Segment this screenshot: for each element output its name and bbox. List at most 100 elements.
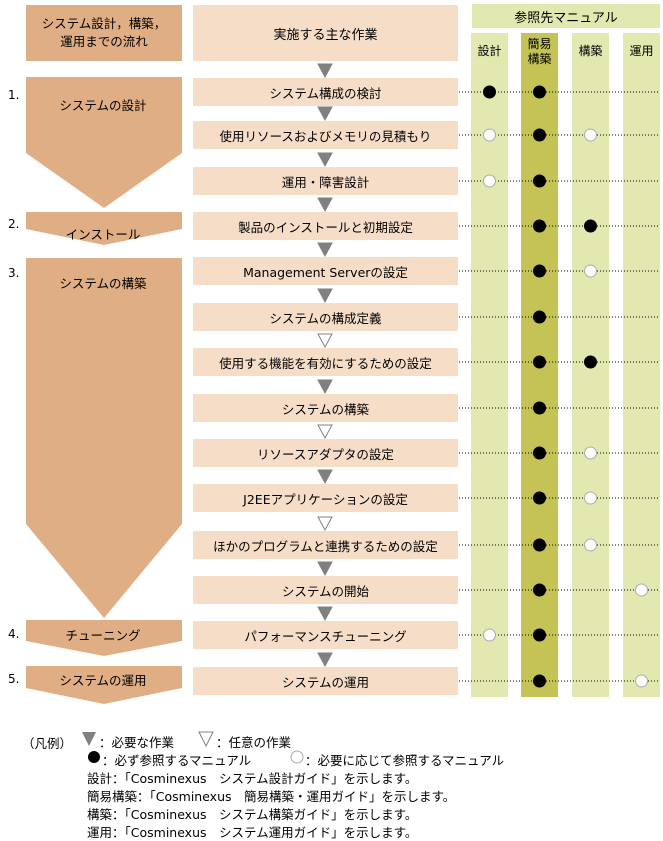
step-system-operation: システムの運用 — [193, 667, 458, 695]
step-management-server: Management Serverの設定 — [193, 257, 458, 285]
step-label: システムの開始 — [281, 583, 370, 599]
step-label: パフォーマンスチューニング — [244, 628, 407, 644]
column-design — [471, 33, 508, 697]
optional-reference-operation-icon — [635, 583, 648, 597]
step-label: システムの運用 — [281, 674, 370, 690]
legend-optional-text: ：任意の作業 — [216, 735, 292, 750]
required-reference-simple-build-icon — [533, 538, 546, 552]
step-label: システム構成の検討 — [269, 85, 382, 101]
step-performance-tuning: パフォーマンスチューニング — [193, 621, 458, 649]
flow-header-text: システム設計，構築， 運用までの流れ — [41, 16, 167, 49]
legend-open-text: ：必要に応じて参照するマニュアル — [305, 753, 505, 768]
step-label: 使用する機能を有効にするための設定 — [219, 355, 432, 371]
phase-label-design: システムの設計 — [59, 98, 147, 113]
optional-reference-build-icon — [584, 128, 597, 142]
required-reference-simple-build-icon — [533, 355, 546, 369]
legend-filled-text: ：必ず参照するマニュアル — [102, 753, 252, 768]
required-arrow-icon — [317, 152, 333, 168]
task-header: 実施する主な作業 — [193, 5, 458, 61]
step-label: J2EEアプリケーションの設定 — [243, 491, 408, 507]
phase-shape-install — [26, 212, 182, 245]
optional-reference-build-icon — [584, 538, 597, 552]
step-j2ee-app: J2EEアプリケーションの設定 — [193, 484, 458, 512]
required-reference-simple-build-icon — [533, 219, 546, 233]
step-resource-adapter: リソースアダプタの設定 — [193, 439, 458, 467]
required-arrow-icon — [317, 561, 333, 577]
required-reference-simple-build-icon — [533, 174, 546, 188]
phase-shape-operation — [26, 666, 182, 704]
phase-label-install: インストール — [65, 227, 141, 242]
phase-number-3: 3. — [8, 266, 20, 280]
optional-reference-build-icon — [584, 446, 597, 460]
required-reference-simple-build-icon — [533, 491, 546, 505]
optional-arrow-icon — [317, 424, 333, 440]
required-arrow-icon — [317, 379, 333, 395]
step-label: システムの構築 — [281, 401, 370, 417]
column-label-design: 設計 — [477, 44, 502, 58]
phase-label-build: システムの構築 — [59, 276, 147, 291]
task-header-text: 実施する主な作業 — [273, 27, 378, 43]
step-label: 使用リソースおよびメモリの見積もり — [219, 128, 432, 144]
phase-number-5: 5. — [8, 672, 20, 686]
step-enable-features: 使用する機能を有効にするための設定 — [193, 348, 458, 376]
required-arrow-icon — [317, 606, 333, 622]
required-arrow-icon — [317, 288, 333, 304]
step-other-program-link: ほかのプログラムと連携するための設定 — [193, 531, 458, 559]
step-label: システムの構成定義 — [269, 310, 382, 326]
required-reference-build-icon — [584, 219, 597, 233]
required-reference-build-icon — [584, 355, 597, 369]
column-label-simple-build: 簡易 構築 — [527, 37, 552, 66]
required-reference-simple-build-icon — [533, 583, 546, 597]
step-install-initial-setup: 製品のインストールと初期設定 — [193, 212, 458, 240]
phase-shape-tuning — [26, 620, 182, 656]
required-arrow-icon — [317, 469, 333, 485]
required-arrow-icon — [317, 242, 333, 258]
required-reference-simple-build-icon — [533, 310, 546, 324]
optional-reference-design-icon — [483, 174, 496, 188]
manual-header: 参照先マニュアル — [472, 4, 660, 28]
step-operation-fault-design: 運用・障害設計 — [193, 167, 458, 195]
step-system-build: システムの構築 — [193, 394, 458, 422]
column-label-build: 構築 — [578, 44, 603, 58]
required-reference-simple-build-icon — [533, 85, 546, 99]
manual-header-text: 参照先マニュアル — [514, 10, 618, 26]
step-label: ほかのプログラムと連携するための設定 — [213, 538, 438, 554]
optional-reference-build-icon — [584, 491, 597, 505]
legend-required-text: ：必要な作業 — [99, 735, 175, 750]
legend-line-build: 構築：「Cosminexus システム構築ガイド」を示します。 — [87, 807, 418, 822]
phase-shape-design — [26, 77, 182, 208]
column-label-operation: 運用 — [629, 44, 654, 58]
step-label: Management Serverの設定 — [243, 264, 408, 280]
required-reference-simple-build-icon — [533, 446, 546, 460]
optional-reference-operation-icon — [635, 674, 648, 688]
phase-number-2: 2. — [8, 217, 20, 231]
legend-title: （凡例） — [22, 736, 73, 751]
required-reference-design-icon — [483, 85, 496, 99]
required-arrow-icon — [317, 652, 333, 668]
required-reference-simple-build-icon — [533, 628, 546, 642]
required-reference-simple-build-icon — [533, 264, 546, 278]
step-label: 製品のインストールと初期設定 — [238, 219, 413, 235]
optional-reference-design-icon — [483, 628, 496, 642]
step-system-start: システムの開始 — [193, 576, 458, 604]
phase-number-4: 4. — [8, 627, 20, 641]
required-arrow-icon — [317, 63, 333, 79]
required-reference-simple-build-icon — [533, 674, 546, 688]
legend-line-operation: 運用：「Cosminexus システム運用ガイド」を示します。 — [87, 825, 418, 840]
optional-arrow-icon — [317, 333, 333, 349]
step-label: リソースアダプタの設定 — [257, 446, 394, 462]
optional-reference-build-icon — [584, 264, 597, 278]
step-system-config-review: システム構成の検討 — [193, 78, 458, 106]
phase-label-tuning: チューニング — [65, 628, 141, 643]
required-reference-simple-build-icon — [533, 128, 546, 142]
step-config-definition: システムの構成定義 — [193, 303, 458, 331]
phase-shape-build — [26, 258, 182, 618]
legend-line-design: 設計：「Cosminexus システム設計ガイド」を示します。 — [87, 771, 418, 786]
legend-line-simple-build: 簡易構築：「Cosminexus 簡易構築・運用ガイド」を示します。 — [87, 789, 456, 804]
step-resource-estimate: 使用リソースおよびメモリの見積もり — [193, 121, 458, 149]
phase-number-1: 1. — [8, 88, 20, 102]
required-reference-simple-build-icon — [533, 401, 546, 415]
required-arrow-icon — [317, 106, 333, 122]
optional-arrow-icon — [317, 516, 333, 532]
